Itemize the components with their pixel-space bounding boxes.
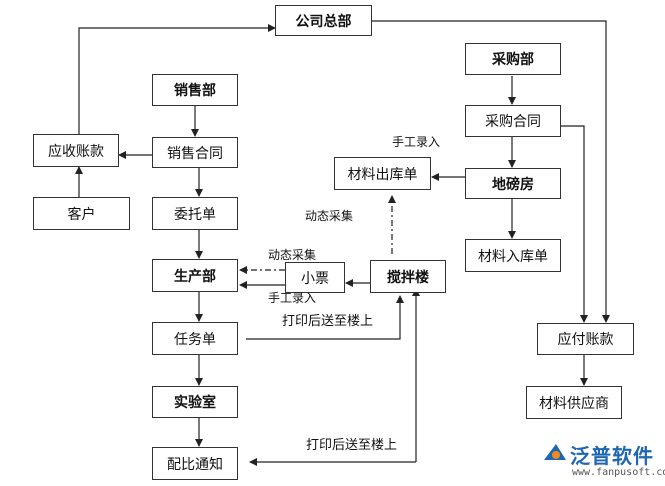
node-material-out: 材料出库单: [334, 157, 431, 190]
label-dynamic-collect-low: 动态采集: [268, 248, 317, 262]
node-entrust: 委托单: [152, 197, 238, 230]
node-hq: 公司总部: [275, 5, 372, 36]
node-lab: 实验室: [152, 386, 238, 418]
edge-receivable-hq: [78, 24, 276, 134]
node-purchase-contract: 采购合同: [465, 105, 561, 137]
label-dynamic-collect-mid: 动态采集: [305, 209, 354, 223]
node-customer: 客户: [33, 197, 130, 230]
node-receivable: 应收账款: [33, 134, 119, 167]
node-sales: 销售部: [152, 74, 238, 106]
node-mix-notice: 配比通知: [152, 447, 238, 480]
node-material-in: 材料入库单: [465, 239, 561, 272]
node-sales-contract: 销售合同: [152, 137, 238, 168]
label-manual-entry-top: 手工录入: [392, 135, 441, 149]
node-supplier: 材料供应商: [526, 386, 622, 419]
edge-hq-payable: [372, 20, 610, 323]
node-purchasing: 采购部: [465, 43, 561, 75]
node-scale-room: 地磅房: [465, 168, 561, 199]
node-payable: 应付账款: [537, 323, 634, 355]
label-print-send-1: 打印后送至楼上: [282, 314, 374, 329]
edge-task-mixing: [246, 295, 404, 340]
node-task: 任务单: [152, 322, 238, 355]
node-mixing: 搅拌楼: [370, 260, 446, 293]
edge-contract-payable: [560, 125, 588, 323]
label-manual-entry-low: 手工录入: [268, 291, 317, 305]
fanpu-logo-icon: [544, 444, 566, 460]
logo-name: 泛普软件: [570, 444, 654, 468]
node-production: 生产部: [152, 259, 238, 292]
fanpu-logo: 泛普软件 www.fanpusoft.com: [540, 436, 665, 486]
label-print-send-2: 打印后送至楼上: [306, 438, 398, 453]
node-ticket: 小票: [285, 262, 345, 293]
logo-url: www.fanpusoft.com: [572, 467, 665, 478]
